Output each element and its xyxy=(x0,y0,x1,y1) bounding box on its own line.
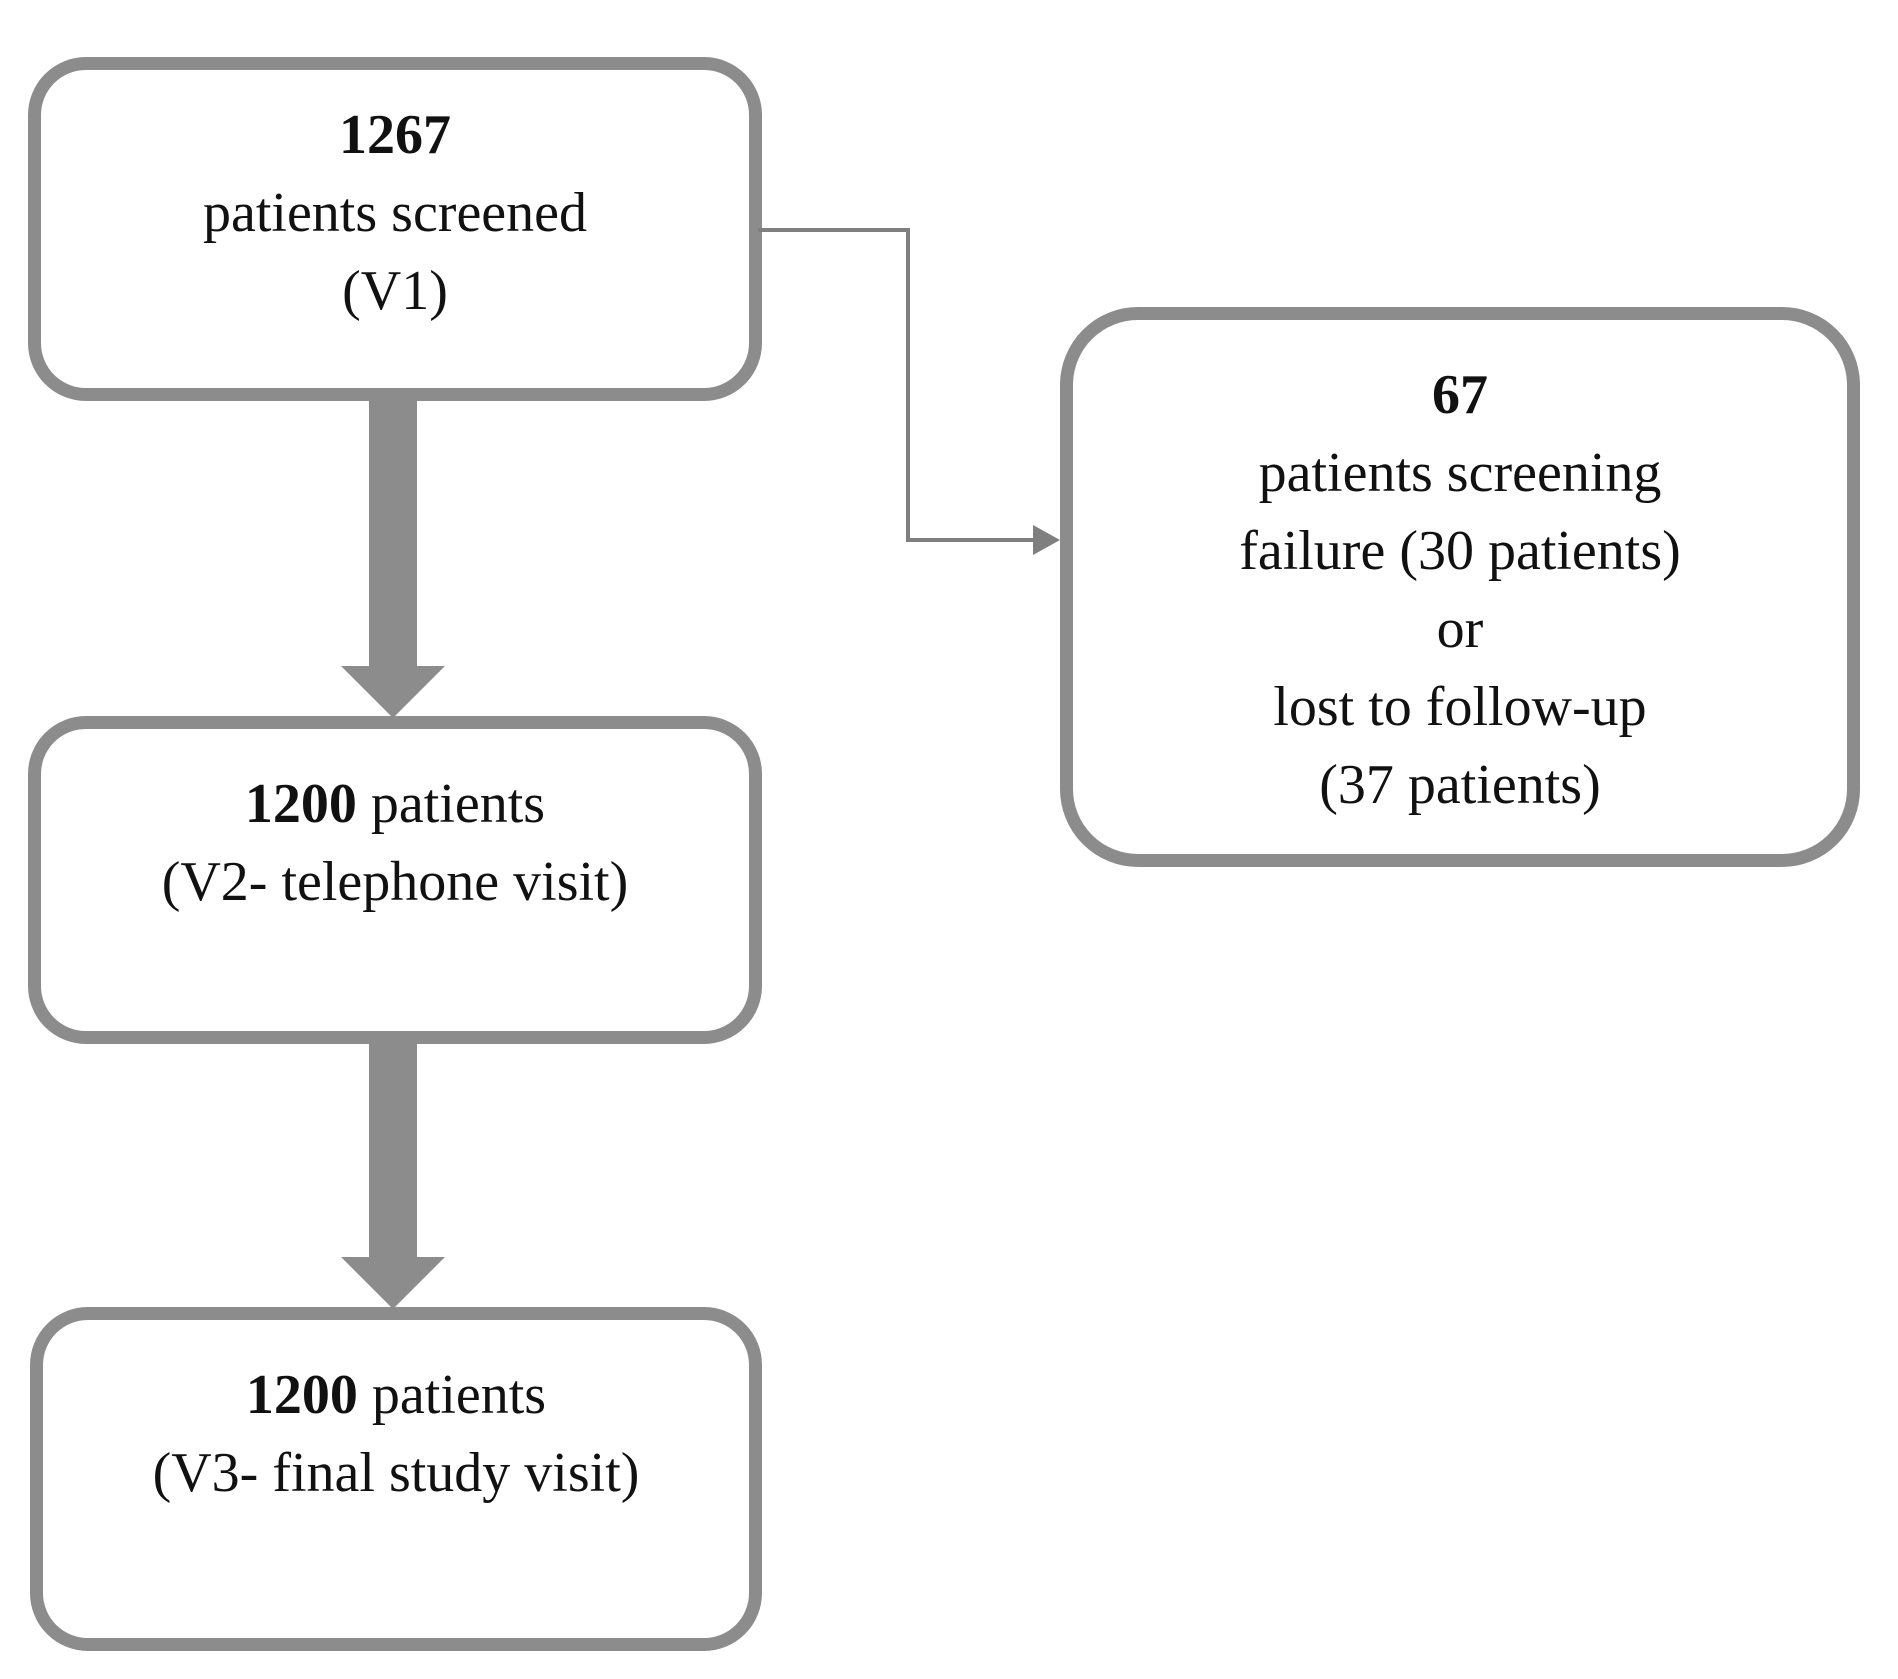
flow-node-telephone-text: 1200 patients (V2- telephone visit) xyxy=(41,765,749,921)
arrow-telephone-to-final-head xyxy=(341,1257,445,1309)
excluded-reason-line3: lost to follow-up xyxy=(1273,676,1647,738)
connector-screened-to-excluded-segment-top xyxy=(758,228,910,232)
flow-node-screened: 1267 patients screened (V1) xyxy=(28,57,762,401)
screened-count: 1267 xyxy=(339,104,451,166)
telephone-count: 1200 xyxy=(244,773,357,835)
flow-node-excluded: 67 patients screening failure (30 patien… xyxy=(1060,307,1860,867)
connector-screened-to-excluded-head xyxy=(1033,525,1060,555)
final-visit-label: (V3- final study visit) xyxy=(152,1442,640,1504)
excluded-reason-line1: patients screening xyxy=(1258,442,1662,504)
flow-node-screened-text: 1267 patients screened (V1) xyxy=(41,96,749,330)
final-count: 1200 xyxy=(245,1364,358,1426)
telephone-visit-label: (V2- telephone visit) xyxy=(161,851,629,913)
arrow-telephone-to-final-stem xyxy=(369,1040,417,1260)
excluded-count: 67 xyxy=(1432,364,1488,426)
excluded-or-label: or xyxy=(1436,598,1484,660)
arrow-screened-to-telephone-stem xyxy=(369,396,417,668)
screened-label: patients screened xyxy=(202,182,588,244)
final-count-suffix: patients xyxy=(357,1364,547,1426)
excluded-reason-line4: (37 patients) xyxy=(1319,754,1601,816)
telephone-count-line: 1200 patients xyxy=(41,765,749,843)
connector-screened-to-excluded-segment-vertical xyxy=(906,228,910,542)
flow-node-final-visit: 1200 patients (V3- final study visit) xyxy=(30,1307,762,1651)
flow-node-telephone-visit: 1200 patients (V2- telephone visit) xyxy=(28,716,762,1044)
arrow-screened-to-telephone-head xyxy=(341,666,445,718)
flow-node-final-text: 1200 patients (V3- final study visit) xyxy=(43,1356,749,1512)
final-count-line: 1200 patients xyxy=(43,1356,749,1434)
telephone-count-suffix: patients xyxy=(356,773,546,835)
connector-screened-to-excluded-segment-bottom xyxy=(906,538,1034,542)
screened-visit-label: (V1) xyxy=(342,260,448,322)
excluded-reason-line2: failure (30 patients) xyxy=(1239,520,1681,582)
flow-node-excluded-text: 67 patients screening failure (30 patien… xyxy=(1073,356,1847,824)
